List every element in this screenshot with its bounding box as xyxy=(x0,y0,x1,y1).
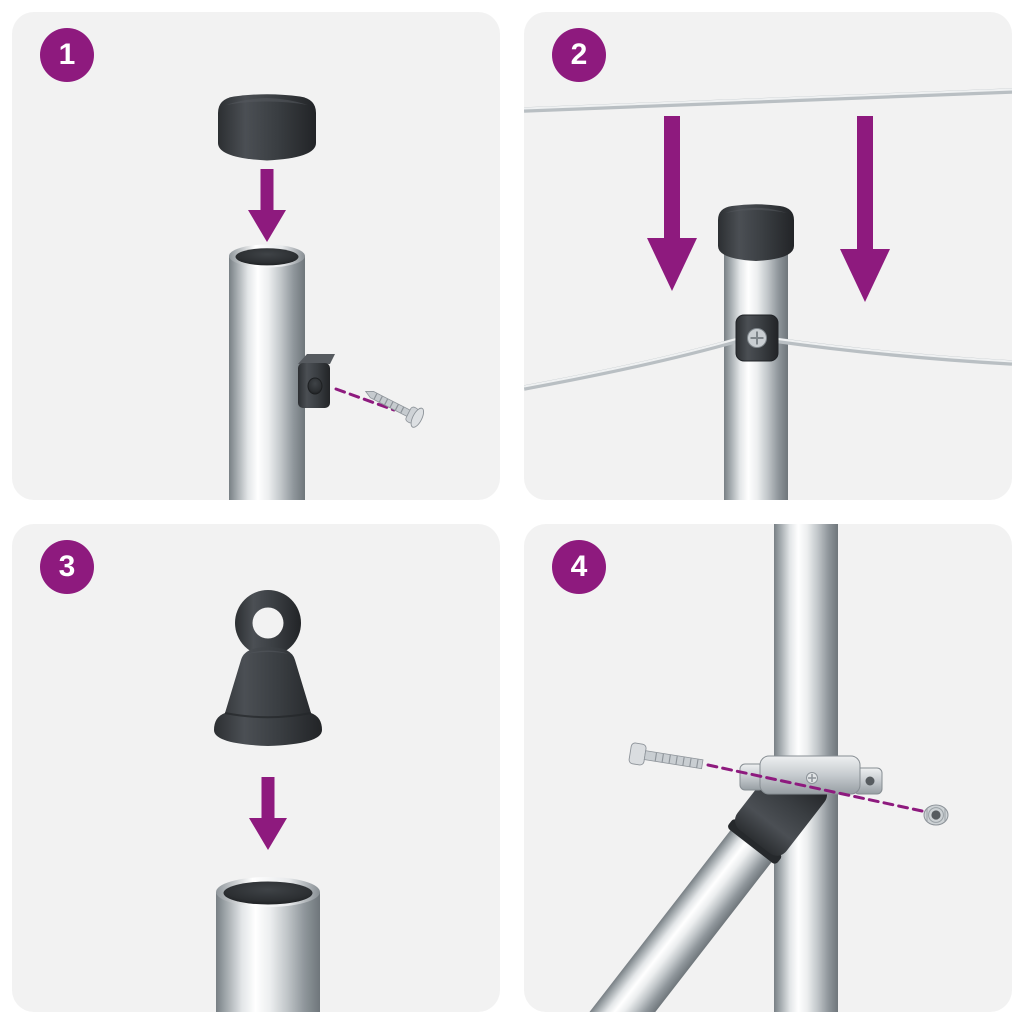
tension-wire-top xyxy=(524,88,1012,113)
tube-opening xyxy=(223,881,313,905)
post-cap xyxy=(718,204,794,261)
step-4-number-badge: 4 xyxy=(552,540,606,594)
post-cap xyxy=(218,94,316,161)
post-opening xyxy=(235,248,299,266)
tube-body xyxy=(216,892,320,1012)
step-3-number-badge: 3 xyxy=(40,540,94,594)
eye-cap-body xyxy=(214,647,322,746)
screw-threads xyxy=(373,393,405,414)
step-4-number: 4 xyxy=(570,550,588,583)
nut xyxy=(923,804,949,826)
bracket-hole xyxy=(307,377,323,395)
bolt xyxy=(628,742,704,770)
bolt-guide-dashed-line xyxy=(706,763,924,813)
step-4-illustration xyxy=(580,524,949,1012)
step-2-number: 2 xyxy=(570,38,588,71)
eye-ring-hole xyxy=(252,607,284,639)
step-4-panel: 4 xyxy=(524,524,1012,1012)
post-cap-highlight xyxy=(725,207,787,213)
screw-head xyxy=(410,407,425,428)
bolt-shaft xyxy=(643,750,704,770)
step-2-number-badge: 2 xyxy=(552,28,606,82)
down-arrow-left-icon xyxy=(647,116,697,291)
eye-cap-highlight xyxy=(247,650,289,654)
wire-clamp xyxy=(735,314,779,362)
nut-facets xyxy=(926,809,946,821)
eye-cap-skirt-crease xyxy=(224,712,312,719)
post-body xyxy=(724,250,788,500)
clamp-bolt-hole xyxy=(865,776,875,786)
nut-chamfer xyxy=(928,807,944,823)
down-arrow-icon xyxy=(249,777,287,850)
tension-wire-lower xyxy=(524,337,1012,391)
post-body xyxy=(229,256,305,500)
brace-clamp xyxy=(739,755,883,795)
nut-hole xyxy=(931,810,941,820)
step-1-number-badge: 1 xyxy=(40,28,94,82)
screw-bracket xyxy=(298,354,335,408)
metal-post xyxy=(724,250,788,500)
step-1-panel: 1 xyxy=(12,12,500,500)
step-1-illustration xyxy=(218,94,425,500)
brace-tube xyxy=(216,877,320,1012)
bolt-threads xyxy=(654,752,699,768)
bracket-top-face xyxy=(298,354,335,364)
down-arrow-right-icon xyxy=(840,116,890,302)
post-cap-body xyxy=(218,94,316,161)
eye-cap xyxy=(214,590,322,746)
step-2-illustration xyxy=(524,88,1012,500)
step-3-panel: 3 xyxy=(12,524,500,1012)
down-arrow-icon xyxy=(248,169,286,242)
brace-body xyxy=(580,822,778,1012)
bolt-head xyxy=(628,742,647,766)
post-cap-body xyxy=(718,204,794,261)
screw-guide-dashed-line xyxy=(334,387,396,412)
step-2-panel: 2 xyxy=(524,12,1012,500)
step-1-number: 1 xyxy=(58,38,76,71)
step-3-illustration xyxy=(214,590,322,1012)
step-3-number: 3 xyxy=(58,550,76,583)
metal-post xyxy=(229,244,305,500)
post-cap-highlight xyxy=(226,98,308,105)
screw xyxy=(364,390,425,428)
